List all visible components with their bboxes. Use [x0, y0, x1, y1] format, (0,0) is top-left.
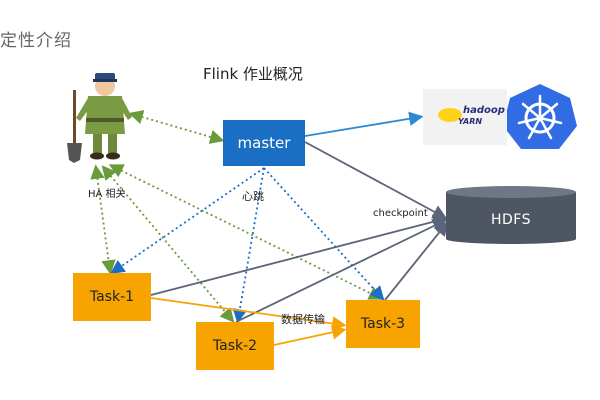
- master-node: master: [223, 120, 305, 166]
- deploy-link: [304, 111, 424, 137]
- diagram-title: Flink 作业概况: [203, 65, 303, 83]
- zookeeper-icon: [67, 73, 132, 163]
- slide-title: 定性介绍: [0, 31, 72, 51]
- yarn-brand-text: YARN: [458, 117, 482, 126]
- heartbeat-link-task2: [232, 167, 265, 324]
- checkpoint-link-task2: [235, 219, 448, 323]
- transfer-link-task2-task3: [273, 325, 347, 346]
- task-2-node: Task-2: [196, 322, 274, 370]
- hdfs-node-label: HDFS: [490, 212, 531, 228]
- kubernetes-logo: [503, 84, 577, 149]
- checkpoint-links: [150, 141, 449, 323]
- ha-link-master: [128, 110, 225, 144]
- data-transfer-label: 数据传输: [281, 313, 325, 326]
- heartbeat-link-task3: [263, 167, 385, 301]
- checkpoint-label: checkpoint: [373, 208, 428, 219]
- heartbeat-label: 心跳: [242, 190, 264, 203]
- transfer-links: [150, 297, 347, 346]
- ha-label: HA 相关: [88, 189, 126, 200]
- ha-link-task1: [90, 164, 116, 275]
- heartbeat-links: [110, 167, 385, 324]
- hadoop-brand-text: hadoop: [463, 105, 505, 116]
- task-3-node: Task-3: [346, 300, 420, 348]
- task-1-node: Task-1: [73, 273, 151, 321]
- hdfs-cylinder: [446, 186, 576, 244]
- checkpoint-link-task3: [384, 221, 449, 301]
- transfer-link-task1-task3: [150, 297, 347, 331]
- checkpoint-link-task1: [150, 214, 448, 296]
- ha-links: [90, 110, 384, 323]
- hadoop-yarn-logo: hadoop YARN: [423, 89, 507, 145]
- heartbeat-link-task1: [110, 167, 265, 275]
- checkpoint-link-master: [304, 141, 448, 219]
